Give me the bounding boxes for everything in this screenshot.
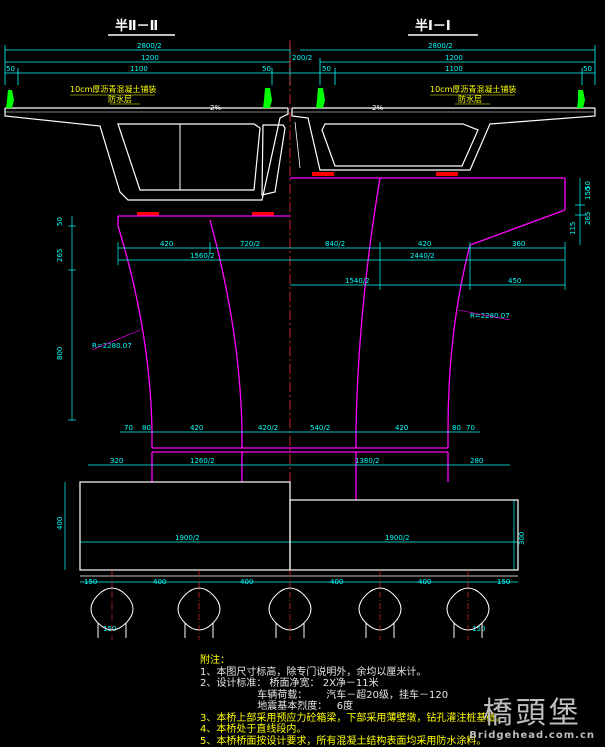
paving-right: 10cm厚沥青混凝土铺装	[430, 84, 516, 94]
deck-total-left: 1200	[141, 54, 159, 62]
deck-center-gap: 200/2	[292, 54, 312, 62]
dim-cap-360: 360	[512, 240, 525, 248]
watermark-logo: 橋頭堡	[469, 698, 595, 730]
footing	[80, 482, 518, 576]
deck-paving-labels: 10cm厚沥青混凝土铺装 防水层 10cm厚沥青混凝土铺装 防水层	[70, 84, 516, 104]
footing-dimension-labels: 320 1260/2 1380/2 280 400 300 1900/2 190…	[56, 457, 526, 633]
note-3: 车辆荷载： 汽车－超20级，挂车－120	[200, 690, 506, 702]
dim-pile-150-right: 150	[497, 578, 510, 586]
dim-cap-420-left: 420	[160, 240, 173, 248]
notes-heading: 附注：	[200, 655, 506, 667]
dim-cap-450: 450	[508, 277, 521, 285]
dim-footing-width-left: 1900/2	[175, 534, 200, 542]
rail-left-a: 50	[6, 65, 15, 73]
waterproof-right: 防水层	[458, 94, 482, 104]
waterproof-left: 防水层	[108, 94, 132, 104]
dim-base-420-2: 420/2	[258, 424, 278, 432]
deck-half-width-left: 2800/2	[137, 42, 162, 50]
dim-footing-height-300: 300	[518, 532, 526, 545]
dim-base-80-left: 80	[142, 424, 151, 432]
dim-base-80-right: 80	[452, 424, 461, 432]
dim-cap-1560: 1560/2	[190, 252, 215, 260]
paving-leaders	[70, 95, 515, 104]
dim-50-left: 50	[56, 217, 64, 226]
note-2: 2、设计标准： 桥面净宽： 2X净－11米	[200, 678, 506, 690]
watermark-site: Bridgehead.com.cn	[469, 730, 595, 741]
pier-dimension-labels: 50 265 800 420 720/2 1560/2 840/2 420 36…	[56, 181, 592, 432]
dim-cap-1540: 1540/2	[345, 277, 370, 285]
note-5: 3、本桥上部采用预应力砼箱梁，下部采用薄壁墩，钻孔灌注桩基础。	[200, 713, 506, 725]
dim-pile-400-1: 400	[153, 578, 166, 586]
slope-left: 2%	[210, 104, 221, 112]
dim-cap-420-right: 420	[418, 240, 431, 248]
deck-dimension-labels: 2800/2 2800/2 1200 1200 200/2 50 1100 50…	[6, 42, 592, 73]
dim-footing-320: 320	[110, 457, 123, 465]
dim-base-420-right: 420	[395, 424, 408, 432]
radius-leaders	[92, 310, 510, 350]
dim-50-right: 50	[584, 181, 592, 190]
dim-pile-150-left: 150	[84, 578, 97, 586]
note-1: 1、本图尺寸标高，除专门说明外，余均以厘米计。	[200, 667, 506, 679]
dim-footing-1380: 1380/2	[355, 457, 380, 465]
pier-body	[118, 178, 565, 500]
lane-left: 1100	[130, 65, 148, 73]
dim-cap-2440: 2440/2	[410, 252, 435, 260]
deck-total-right: 1200	[445, 54, 463, 62]
radius-left: R=2280.07	[92, 342, 132, 350]
dim-base-70: 70	[124, 424, 133, 432]
dim-115-right: 115	[569, 222, 577, 235]
deck-dimensions	[5, 45, 595, 85]
note-6: 4、本桥处于直线段内。	[200, 724, 506, 736]
rail-right-a: 50	[322, 65, 331, 73]
dim-800-left: 800	[56, 347, 64, 360]
dim-cap-840: 840/2	[325, 240, 345, 248]
slope-right: 2%	[372, 104, 383, 112]
dim-265-right: 265	[584, 212, 592, 225]
lane-right: 1100	[445, 65, 463, 73]
dim-pile-dia-left: 150	[103, 625, 116, 633]
dim-base-420-left: 420	[190, 424, 203, 432]
box-girder	[5, 108, 595, 200]
watermark: 橋頭堡 Bridgehead.com.cn	[469, 698, 595, 741]
dim-pile-400-4: 400	[418, 578, 431, 586]
dim-footing-280: 280	[470, 457, 483, 465]
rail-right-b: 50	[583, 65, 592, 73]
title-left: 半Ⅱ－Ⅱ	[115, 18, 158, 34]
note-7: 5、本桥桥面按设计要求，所有混凝土结构表面均采用防水涂料。	[200, 736, 506, 747]
dim-base-540: 540/2	[310, 424, 330, 432]
general-notes: 附注： 1、本图尺寸标高，除专门说明外，余均以厘米计。 2、设计标准： 桥面净宽…	[200, 655, 506, 747]
dim-cap-720: 720/2	[240, 240, 260, 248]
dim-base-70-right: 70	[466, 424, 475, 432]
dim-pile-400-2: 400	[240, 578, 253, 586]
dim-footing-height-400: 400	[56, 517, 64, 530]
pier-dimension-lines	[65, 178, 585, 582]
rail-left-b: 50	[262, 65, 271, 73]
title-right: 半Ⅰ－Ⅰ	[415, 18, 451, 34]
section-titles: 半Ⅱ－Ⅱ 半Ⅰ－Ⅰ	[108, 18, 478, 35]
dim-footing-1260: 1260/2	[190, 457, 215, 465]
dim-pile-400-3: 400	[330, 578, 343, 586]
deck-half-width-right: 2800/2	[428, 42, 453, 50]
dim-footing-width-right: 1900/2	[385, 534, 410, 542]
dim-265-left: 265	[56, 249, 64, 262]
paving-left: 10cm厚沥青混凝土铺装	[70, 84, 156, 94]
note-4: 地震基本烈度： 6度	[200, 701, 506, 713]
